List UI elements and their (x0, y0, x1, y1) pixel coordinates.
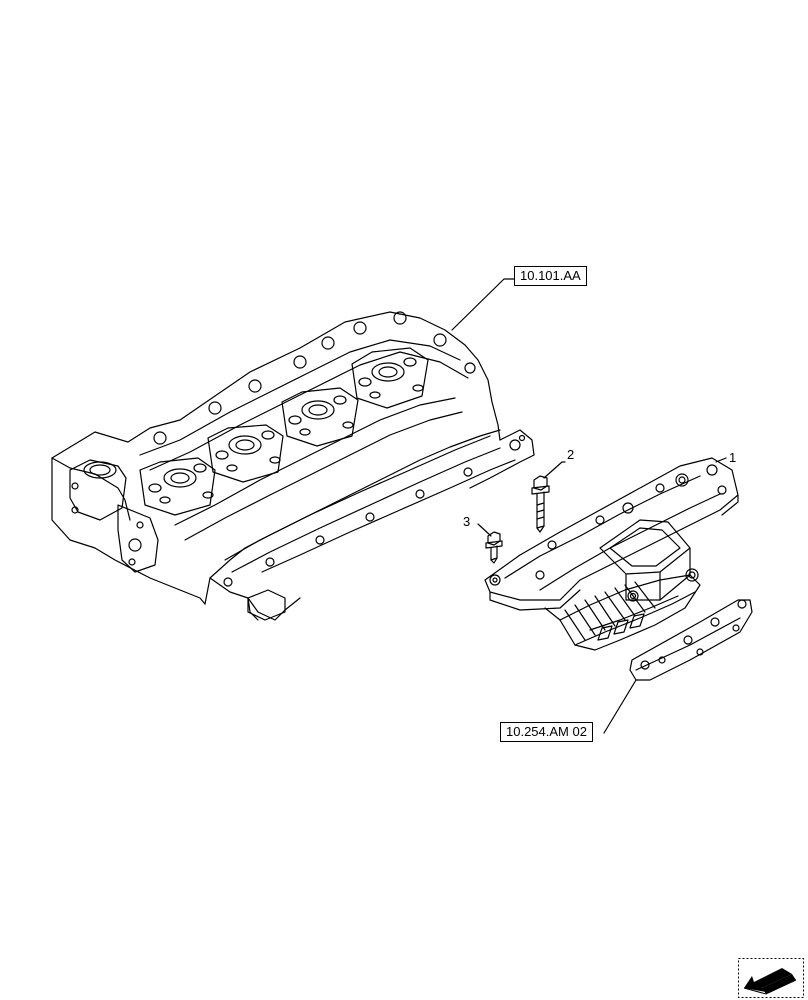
leader-item-2 (543, 461, 566, 479)
reference-heater-gasket[interactable]: 10.254.AM 02 (500, 722, 593, 742)
heater-gasket (629, 599, 753, 681)
callout-item-2: 2 (567, 447, 575, 462)
cylinder-bay-4 (351, 347, 429, 409)
previous-page-arrow-icon[interactable] (738, 958, 804, 998)
callout-item-3: 3 (463, 514, 471, 529)
reference-cylinder-head[interactable]: 10.101.AA (514, 266, 587, 286)
capscrew-short (485, 531, 503, 564)
cylinder-bay-1 (139, 457, 216, 516)
leader-item-3 (477, 523, 492, 537)
cylinder-head (51, 311, 535, 621)
capscrew-long (531, 475, 550, 533)
leader-item-1 (715, 457, 727, 463)
leader-cylinder-head (451, 278, 515, 331)
callout-item-1: 1 (729, 450, 737, 465)
cylinder-bay-2 (207, 424, 284, 483)
leader-heater-gasket (603, 679, 637, 734)
intake-manifold (484, 457, 739, 651)
cylinder-bay-3 (281, 387, 359, 447)
